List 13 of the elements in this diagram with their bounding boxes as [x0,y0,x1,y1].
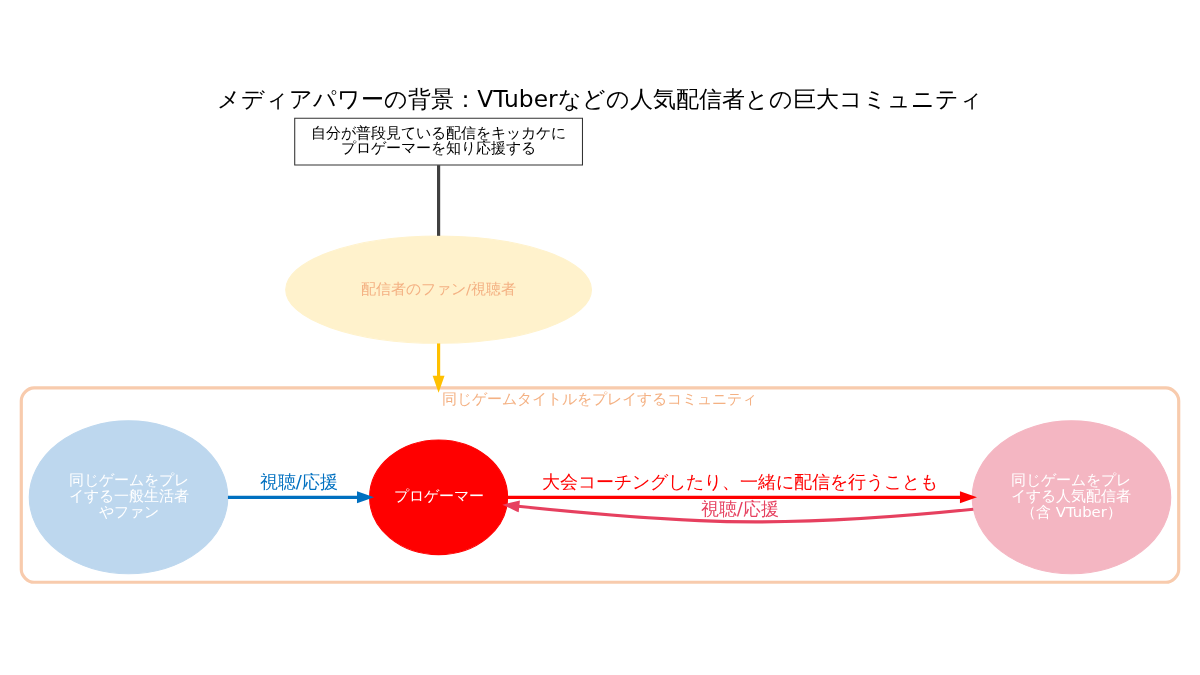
edge-label: 視聴/応援 [259,471,338,493]
diagram-title: メディアパワーの背景：VTuberなどの人気配信者との巨大コミュニティ [217,85,983,114]
arrow [227,491,375,504]
node-ellipse: 同じゲームをプレイする人気配信者 （含 VTuber） [971,420,1172,575]
node-ellipse: プロゲーマー [369,439,509,556]
arrow [432,343,445,393]
node-ellipse: 配信者のファン/視聴者 [285,235,593,344]
edge-label: 視聴/応援 [700,497,779,519]
arrow [507,491,977,504]
arrow [502,500,974,524]
edge-label: 大会コーチングしたり、一緒に配信を行うことも [541,471,938,493]
node-box: 自分が普段見ている配信をキッカケにプロゲーマーを知り応援する [294,117,583,166]
connector [437,165,441,236]
